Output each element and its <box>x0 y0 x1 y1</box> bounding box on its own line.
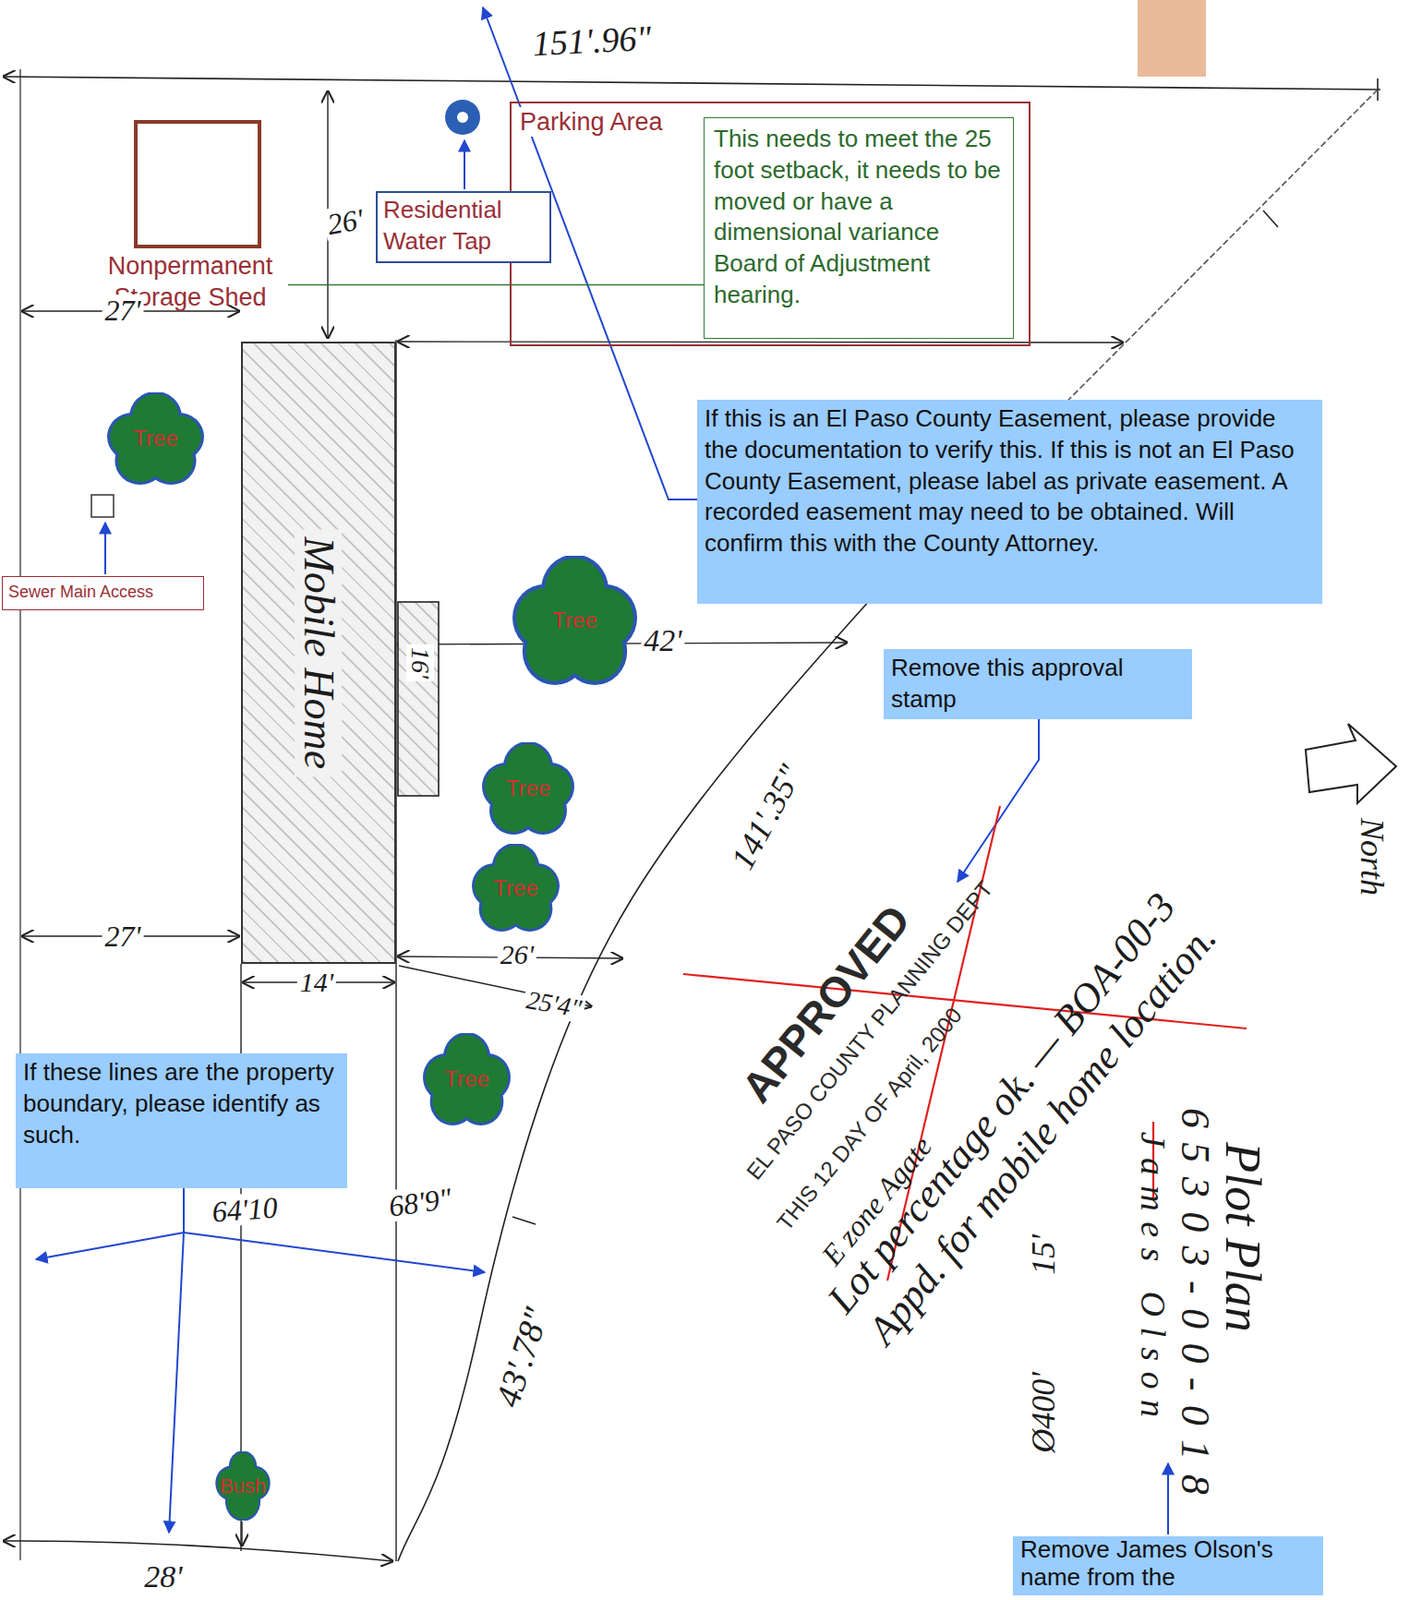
review-callout-text: Remove this approval stamp <box>891 652 1185 716</box>
dimension-label: 28' <box>144 1561 182 1593</box>
dimension-label: 16' <box>406 644 434 682</box>
parking-area-box: Parking AreaThis needs to meet the 25 fo… <box>509 101 1031 347</box>
tree-symbol: Tree <box>422 1033 511 1126</box>
dimension-label: 25'4" <box>521 986 587 1025</box>
parking-area-box-text: Parking Area <box>517 107 666 137</box>
bush-symbol-text: Bush <box>219 1474 266 1499</box>
tree-symbol-text: Tree <box>444 1066 489 1093</box>
leader-line <box>1167 1463 1169 1535</box>
dimension-label: 27' <box>102 920 145 953</box>
setback-note: This needs to meet the 25 foot setback, … <box>703 117 1014 339</box>
leader-line <box>957 714 1039 882</box>
mobile-home: Mobile Home <box>241 341 397 965</box>
dimension-line <box>397 341 1123 343</box>
water-tap-symbol <box>457 111 469 123</box>
tree-symbol-text: Tree <box>132 425 178 452</box>
sewer-access-box: Sewer Main Access <box>1 576 205 611</box>
dimension-label: 26' <box>322 202 369 241</box>
west-boundary <box>19 69 21 1561</box>
dimension-label: 43'.78" <box>489 1303 555 1411</box>
leader-line <box>463 140 466 190</box>
plan-title: Plot Plan <box>1217 1142 1268 1332</box>
dimension-label: 151'.96" <box>531 20 652 62</box>
foliage <box>502 764 555 817</box>
north-label: North <box>1355 818 1389 896</box>
tree-symbol-text: Tree <box>552 607 597 634</box>
dimension-lines <box>22 91 1123 1562</box>
leader-line <box>104 522 107 575</box>
handwritten-note: Ø400' <box>1026 1372 1061 1454</box>
foliage <box>491 865 541 915</box>
dimension-label: 42' <box>640 624 685 658</box>
review-callout-text: If this is an El Paso County Easement, p… <box>704 403 1315 560</box>
south-boundary <box>3 1541 393 1562</box>
review-callout: Remove this approval stamp <box>883 649 1193 720</box>
water-tap-box-text: Residential Water Tap <box>383 194 544 258</box>
bush-symbol: Bush <box>212 1451 274 1521</box>
review-callout: If this is an El Paso County Easement, p… <box>697 399 1323 604</box>
deck-outline <box>397 602 439 796</box>
tree-symbol: Tree <box>107 392 205 485</box>
storage-shed: Nonpermanent Storage Shed <box>92 120 289 314</box>
boundary-tick <box>1263 210 1278 228</box>
handwritten-note: 15' <box>1026 1234 1061 1276</box>
tree-symbol-text: Tree <box>493 875 538 902</box>
water-tap-box: Residential Water Tap <box>375 191 552 264</box>
shed-outline <box>135 121 260 247</box>
water-tap-symbol <box>445 99 481 135</box>
tree-symbol: Tree <box>482 742 575 835</box>
review-leaders <box>36 7 1169 1535</box>
dimension-label: 141'.35" <box>725 759 808 875</box>
curved-boundary <box>397 591 878 1562</box>
leader-line <box>288 284 704 287</box>
foliage <box>442 1055 492 1108</box>
dimension-label: 14' <box>297 967 337 998</box>
owner-name: James Olson <box>1135 1132 1171 1429</box>
tree-symbol: Tree <box>512 555 638 686</box>
north-boundary <box>3 76 1381 90</box>
foliage <box>128 414 183 467</box>
review-callout: Remove James Olson's name from the <box>1012 1536 1324 1596</box>
corner-shading <box>1137 0 1206 77</box>
property-lines <box>3 69 1381 1562</box>
setback-note-text: This needs to meet the 25 foot setback, … <box>713 123 1004 312</box>
dimension-label: 26' <box>497 940 537 970</box>
sewer-access-box-text: Sewer Main Access <box>8 582 198 603</box>
dimension-label: 68'9" <box>384 1181 457 1223</box>
mobile-home-text: Mobile Home <box>295 529 343 777</box>
foliage <box>540 587 611 660</box>
review-callout: If these lines are the property boundary… <box>15 1053 348 1189</box>
tree-symbol: Tree <box>471 843 560 932</box>
tree-symbol-text: Tree <box>506 775 551 802</box>
parcel-number: 65303-00-018 <box>1174 1108 1216 1509</box>
dimension-label: 64'10 <box>207 1191 281 1228</box>
boundary-tick <box>512 1217 536 1225</box>
leader-line <box>36 1232 184 1260</box>
leader-line <box>182 1188 185 1233</box>
leader-line <box>183 1232 485 1273</box>
sewer-access-symbol <box>91 494 114 518</box>
dimension-label: 27' <box>102 294 145 326</box>
shed-outline <box>133 120 262 249</box>
north-arrow <box>1305 723 1397 804</box>
dimension-line <box>241 1521 242 1546</box>
review-callout-text: If these lines are the property boundary… <box>23 1057 340 1151</box>
leader-line <box>168 1232 184 1533</box>
review-callout-text: Remove James Olson's name from the <box>1020 1536 1316 1592</box>
